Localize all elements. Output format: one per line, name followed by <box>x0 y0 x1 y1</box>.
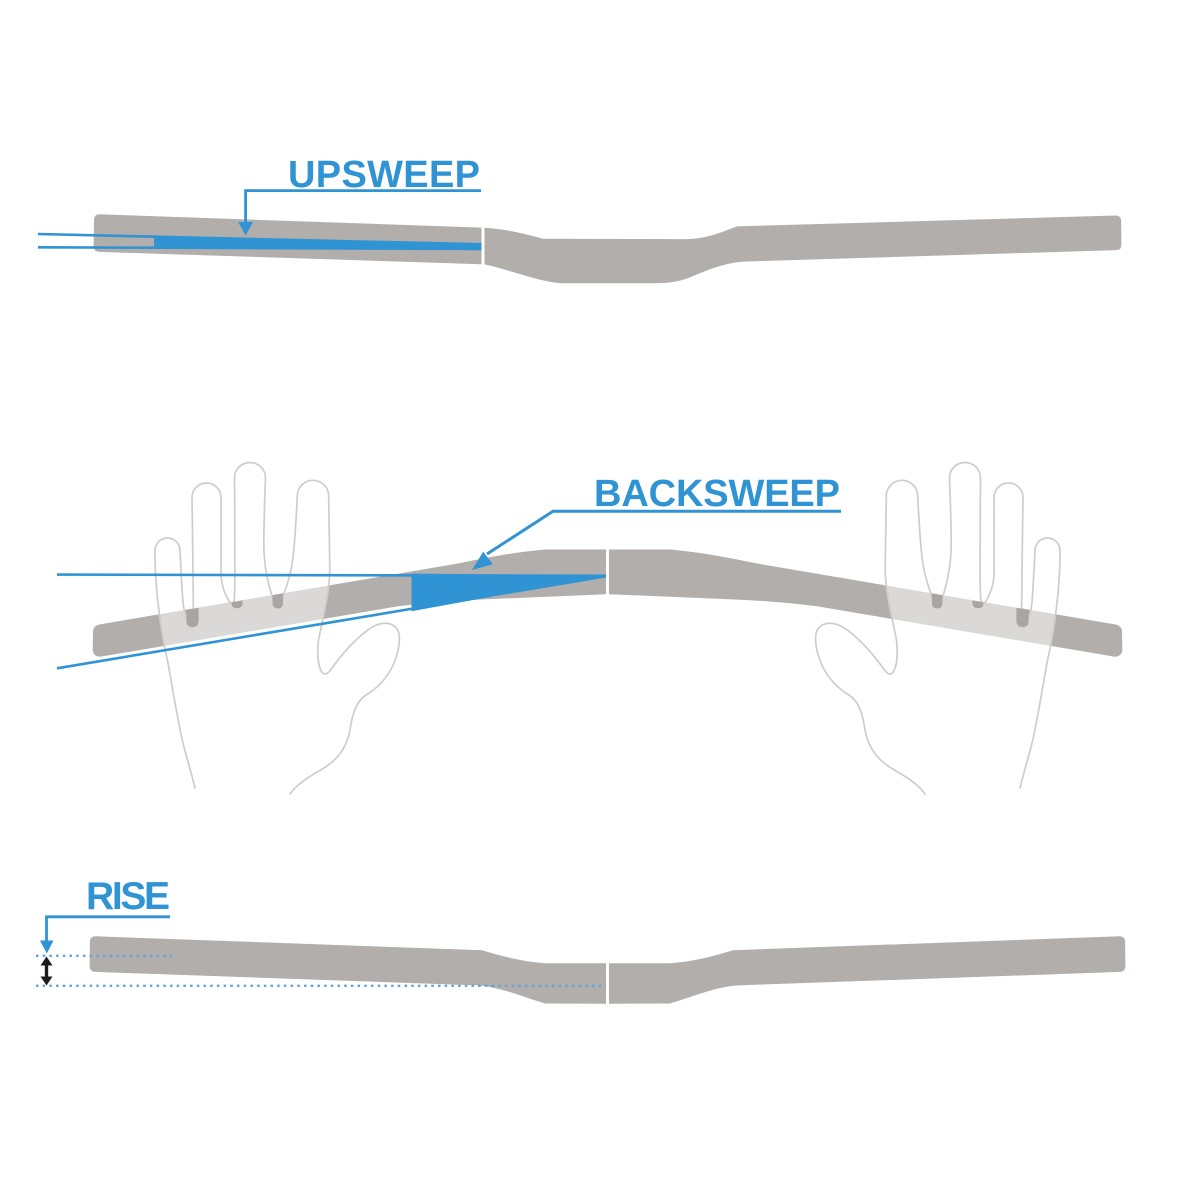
upsweep-reference-line <box>37 246 482 251</box>
handlebar-rise-left <box>89 936 607 1004</box>
finger-gap-shadow <box>272 593 284 609</box>
finger-gap-shadow <box>232 600 243 609</box>
backsweep-leader-line <box>486 509 841 556</box>
backsweep-figure: BACKSWEEP <box>56 461 1123 795</box>
backsweep-arrowhead <box>472 551 493 570</box>
upsweep-figure: UPSWEEP <box>37 154 1122 284</box>
rise-leader-line <box>45 915 170 941</box>
hand-outline <box>154 461 401 795</box>
left-hand-illustration <box>154 461 401 795</box>
backsweep-axis-line <box>56 574 607 670</box>
rise-label: RISE <box>86 875 170 918</box>
backsweep-reference-line <box>56 573 607 578</box>
rise-figure: RISE <box>36 875 1126 1004</box>
upsweep-label: UPSWEEP <box>288 154 480 196</box>
upsweep-arrowhead <box>238 222 253 236</box>
finger-gap-shadow <box>186 607 199 627</box>
right-hand-illustration <box>814 461 1061 795</box>
rise-arrowhead <box>40 940 54 954</box>
backsweep-label: BACKSWEEP <box>594 473 840 515</box>
rise-measure-arrow-up <box>40 956 53 966</box>
upsweep-axis-line <box>37 232 482 246</box>
handlebar-front-center-right <box>484 215 1122 284</box>
rise-measure-arrow-down <box>40 976 53 986</box>
upsweep-leader-line <box>244 189 481 223</box>
handlebar-rise-right <box>609 936 1126 1004</box>
